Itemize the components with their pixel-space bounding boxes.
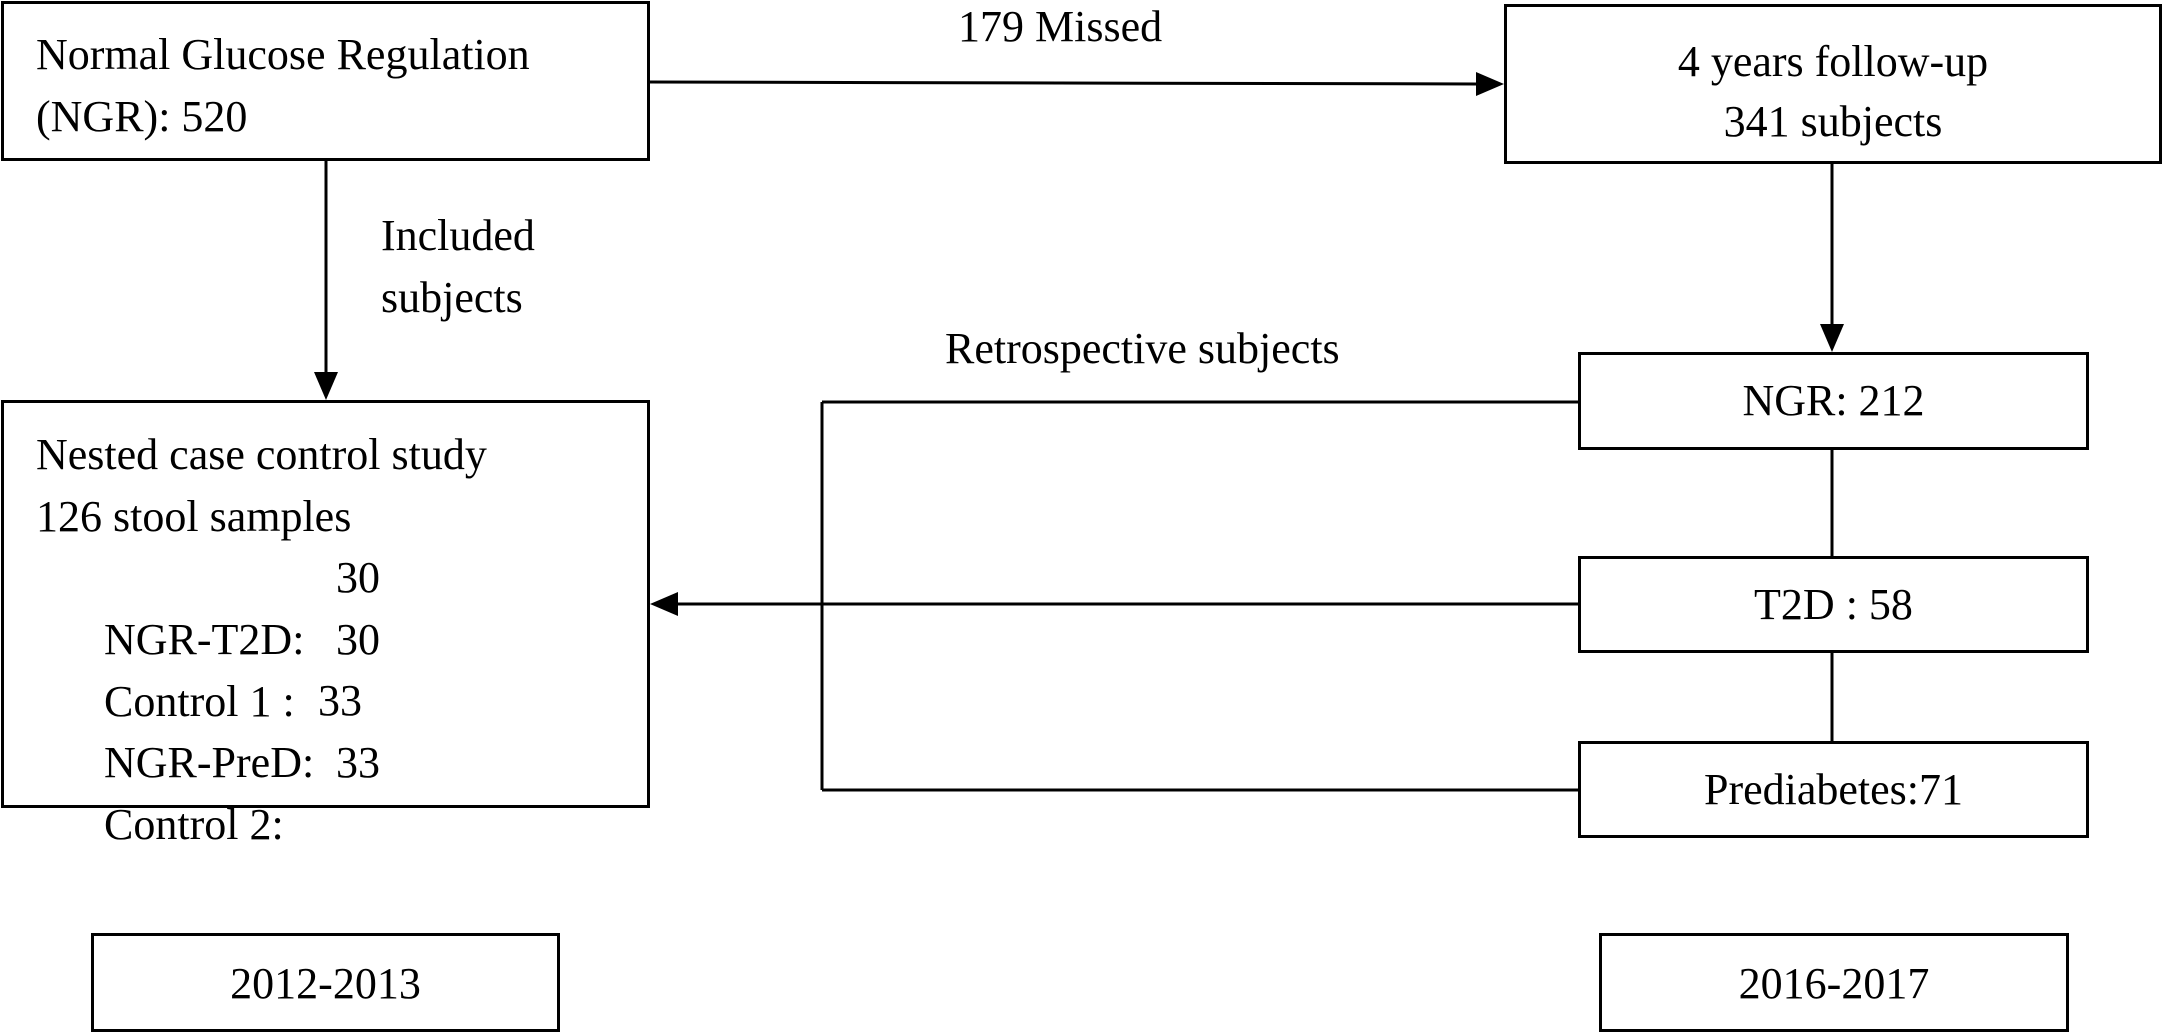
nested-line1: Nested case control study	[36, 430, 487, 479]
prediabetes-box: Prediabetes:71	[1578, 741, 2089, 838]
missed-label: 179 Missed	[958, 2, 1163, 51]
followup-line1: 4 years follow-up	[1677, 37, 1989, 86]
followup-box: 4 years follow-up 341 subjects	[1504, 4, 2162, 164]
arrow-included-head	[314, 372, 338, 400]
ngr-baseline-line1: Normal Glucose Regulation	[36, 30, 530, 79]
nested-row: NGR-T2D: 30	[38, 547, 380, 795]
nested-row-value: 30	[336, 615, 380, 664]
nested-line2: 126 stool samples	[36, 492, 352, 541]
year-left-box: 2012-2013	[91, 933, 560, 1032]
nested-row: Control 2: 33	[38, 732, 380, 980]
retrospective-label: Retrospective subjects	[945, 324, 1340, 373]
ngr-baseline-line2: (NGR): 520	[36, 92, 248, 141]
arrow-retrospective-head	[650, 592, 678, 616]
ngr-baseline-box: Normal Glucose Regulation (NGR): 520	[1, 1, 650, 161]
included-label-line2: subjects	[381, 273, 523, 322]
nested-row-value: 33	[318, 676, 362, 725]
t2d-label: T2D : 58	[1754, 580, 1913, 629]
arrow-missed-line	[648, 80, 1479, 86]
nested-row-label: NGR-T2D:	[104, 615, 305, 664]
ngr-followup-box: NGR: 212	[1578, 352, 2089, 450]
included-label-line1: Included	[381, 211, 535, 260]
nested-row-label: Control 2:	[104, 800, 284, 849]
nested-row-value: 30	[336, 553, 380, 602]
arrow-followup-head	[1820, 324, 1844, 352]
nested-row-label: Control 1 :	[104, 677, 295, 726]
year-right-box: 2016-2017	[1599, 933, 2069, 1032]
nested-row: NGR-PreD: 33	[38, 670, 362, 918]
year-right-label: 2016-2017	[1738, 959, 1930, 1008]
ngr-followup-label: NGR: 212	[1742, 376, 1925, 425]
followup-line2: 341 subjects	[1723, 97, 1943, 146]
nested-study-box: Nested case control study 126 stool samp…	[1, 400, 650, 849]
nested-row-value: 33	[336, 738, 380, 787]
prediabetes-label: Prediabetes:71	[1703, 765, 1964, 814]
year-left-label: 2012-2013	[230, 959, 421, 1008]
arrow-missed-head	[1476, 72, 1504, 96]
nested-row-label: NGR-PreD:	[104, 738, 315, 787]
nested-row: Control 1 : 30	[38, 609, 380, 857]
t2d-box: T2D : 58	[1578, 556, 2089, 653]
